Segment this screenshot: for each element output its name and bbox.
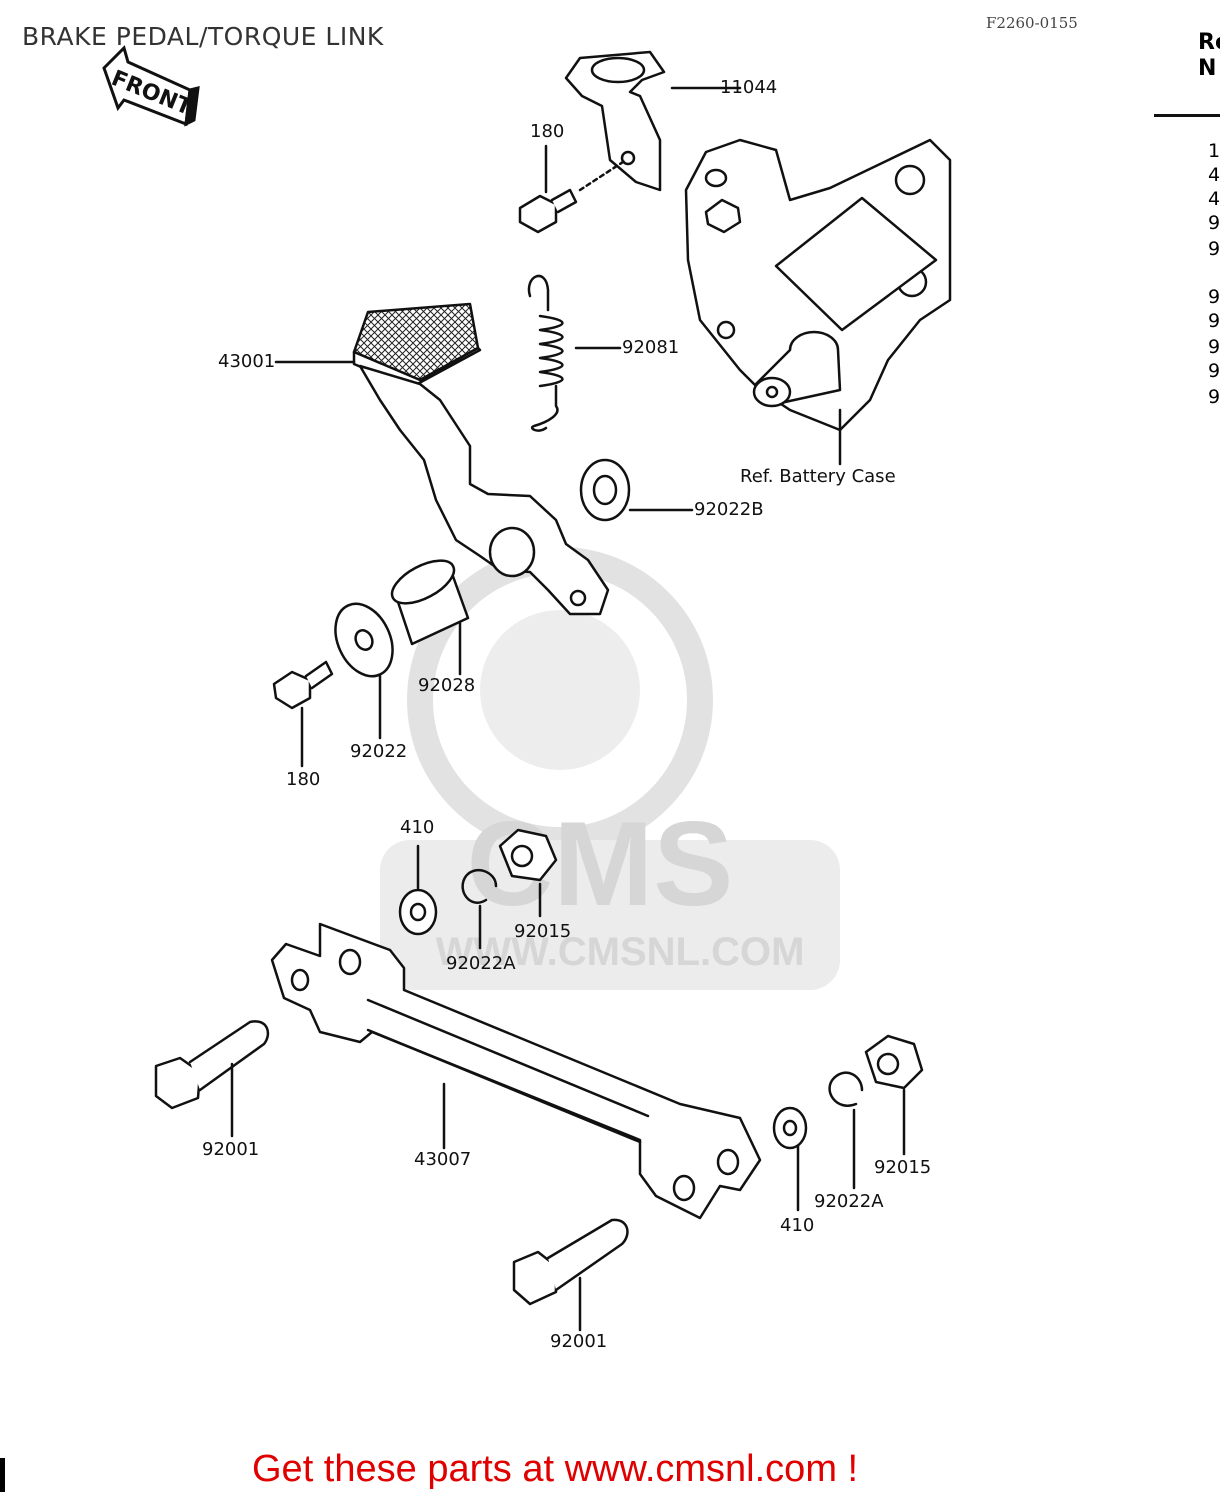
diagram-code: F2260-0155 — [986, 14, 1078, 32]
circlip-92022A-bottom — [828, 1071, 864, 1190]
part-label-92081[interactable]: 92081 — [622, 337, 680, 358]
part-label-92001-left[interactable]: 92001 — [202, 1139, 260, 1160]
ref-table-entry: 1 — [1208, 140, 1220, 162]
part-label-92022[interactable]: 92022 — [350, 741, 408, 762]
part-label-410-top[interactable]: 410 — [400, 817, 435, 838]
ref-table-entry: 9 — [1208, 336, 1220, 358]
ref-table-header: Re N — [1198, 30, 1220, 81]
part-label-410-bottom[interactable]: 410 — [780, 1215, 815, 1236]
watermark-url: WWW.CMSNL.COM — [436, 930, 805, 974]
part-label-92015-top[interactable]: 92015 — [514, 921, 572, 942]
ref-table-entry: 4 — [1208, 164, 1220, 186]
battery-case-bracket — [684, 138, 952, 466]
part-label-180-bottom[interactable]: 180 — [286, 769, 321, 790]
part-label-11044[interactable]: 11044 — [720, 77, 778, 98]
nut-92015-top — [498, 828, 558, 918]
bolt-180-bottom — [272, 660, 334, 768]
washer-92022 — [334, 602, 394, 740]
washer-410-bottom — [772, 1106, 808, 1212]
collar-92028 — [390, 559, 470, 676]
get-parts-link[interactable]: Get these parts at www.cmsnl.com ! — [252, 1448, 859, 1490]
ref-table-divider — [1154, 114, 1220, 117]
ref-table-entry: 9 — [1208, 310, 1220, 332]
circlip-92022A-top — [461, 868, 498, 950]
part-label-43007[interactable]: 43007 — [414, 1149, 472, 1170]
part-label-92001-bottom[interactable]: 92001 — [550, 1331, 608, 1352]
brake-pedal-43001 — [274, 302, 610, 616]
bolt-92001-bottom — [512, 1218, 629, 1332]
ref-table-entry: 9 — [1208, 386, 1220, 408]
front-arrow-icon: FRONT — [102, 45, 200, 127]
spring-92081 — [527, 274, 622, 432]
part-label-92028[interactable]: 92028 — [418, 675, 476, 696]
washer-92022B — [579, 458, 694, 522]
washer-410-top — [398, 844, 438, 936]
bolt-180-top — [518, 144, 628, 234]
ref-table-entry: 9 — [1208, 286, 1220, 308]
torque-link-43007 — [270, 922, 762, 1220]
part-label-92022A-bottom[interactable]: 92022A — [814, 1191, 884, 1212]
ref-table-entry: 9 — [1208, 238, 1220, 260]
part-label-92022A-top[interactable]: 92022A — [446, 953, 516, 974]
bracket-11044 — [564, 50, 742, 192]
part-label-180-top[interactable]: 180 — [530, 121, 565, 142]
part-label-92022B[interactable]: 92022B — [694, 499, 764, 520]
nut-92015-bottom — [864, 1034, 924, 1156]
bolt-92001-left — [154, 1020, 270, 1138]
ref-battery-case-label: Ref. Battery Case — [740, 466, 896, 487]
edge-mark — [0, 1458, 5, 1492]
ref-table-entry: 4 — [1208, 188, 1220, 210]
page-title: BRAKE PEDAL/TORQUE LINK — [22, 22, 384, 51]
ref-table-entry: 9 — [1208, 212, 1220, 234]
part-label-43001[interactable]: 43001 — [218, 351, 276, 372]
ref-table-entry: 9 — [1208, 360, 1220, 382]
part-label-92015-bottom[interactable]: 92015 — [874, 1157, 932, 1178]
